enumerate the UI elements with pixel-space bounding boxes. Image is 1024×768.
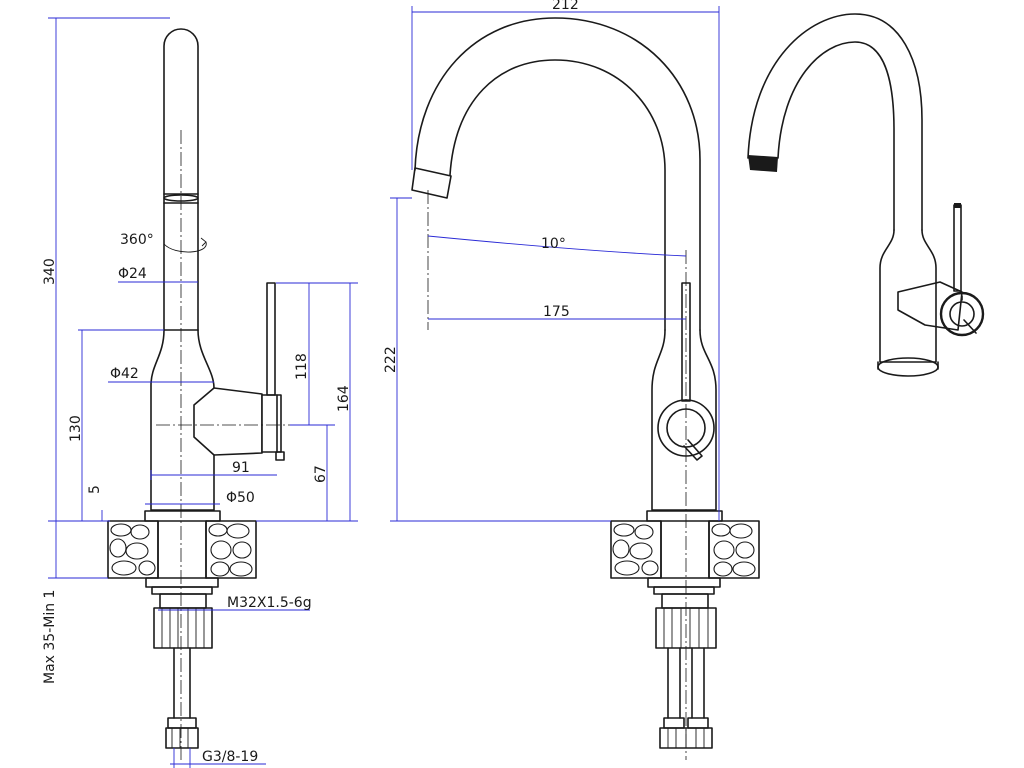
dim-mount-thread: M32X1.5-6g: [227, 595, 312, 611]
dim-overall-height: 340: [42, 258, 58, 285]
front-mount-washer: [647, 577, 721, 588]
side-mount-washer: [145, 577, 219, 588]
side-countertop: [107, 520, 257, 579]
front-shank: [660, 520, 710, 579]
front-spout-inner: [449, 59, 666, 331]
perspective-lever: [953, 204, 962, 292]
side-spout-tube: [163, 28, 199, 331]
front-spout-outer: [414, 17, 701, 331]
dim-angle-arc: [427, 235, 687, 257]
front-body: [651, 329, 717, 511]
side-handle-block: [213, 387, 263, 456]
front-hose-right: [691, 647, 705, 719]
dim-countertop-thickness: Max 35-Min 1: [42, 590, 58, 684]
dim-body-height: 130: [68, 415, 84, 442]
front-mount-nut: [655, 607, 717, 649]
dim-hose-thread: G3/8-19: [202, 749, 258, 765]
dim-rotation: 360°: [120, 232, 154, 248]
front-view: [411, 17, 760, 760]
dim-base-ring: 5: [87, 485, 103, 494]
side-handle-cap: [261, 394, 282, 453]
dim-body-diameter: Φ42: [110, 366, 139, 382]
dim-handle-axis-height: 67: [313, 465, 329, 483]
side-hose-fitting: [167, 717, 197, 729]
side-hose: [173, 647, 191, 719]
side-handle-tip: [275, 451, 285, 461]
side-base-ring: [144, 510, 221, 522]
dim-spout-diameter: Φ24: [118, 266, 147, 282]
perspective-spout-outer: [747, 13, 923, 231]
dim-outlet-height: 222: [383, 346, 399, 373]
front-hose-left: [667, 647, 681, 719]
side-body: [150, 329, 215, 511]
perspective-aerator: [748, 155, 778, 172]
side-handle-lever: [266, 282, 276, 396]
perspective-view: [747, 13, 985, 377]
side-dimensions: 340 360° Φ24 Φ42 130 5 Φ50 91 118 164: [42, 17, 358, 768]
perspective-handle-disc: [939, 291, 985, 337]
perspective-base: [877, 357, 939, 377]
front-dimensions: 212 10° 175 222: [383, 0, 720, 522]
dim-spout-reach: 175: [543, 304, 570, 320]
side-mount-nut: [153, 607, 213, 649]
dim-base-diameter: Φ50: [226, 490, 255, 506]
dim-reach-total: 212: [552, 0, 579, 13]
dim-handle-height-from-body: 118: [294, 353, 310, 380]
dim-handle-height-total: 164: [336, 385, 352, 412]
side-shank: [157, 520, 207, 579]
front-base-ring: [646, 510, 723, 522]
front-countertop: [610, 520, 760, 579]
perspective-body: [879, 229, 937, 363]
dim-spout-angle: 10°: [541, 236, 566, 252]
perspective-handle-block: [897, 281, 963, 331]
dim-handle-depth: 91: [232, 460, 250, 476]
front-aerator: [411, 167, 452, 199]
perspective-spout-inner: [777, 41, 895, 231]
perspective-handle-disc-inner: [949, 301, 975, 327]
rotation-arrow: [163, 241, 207, 253]
side-view: [107, 28, 300, 760]
